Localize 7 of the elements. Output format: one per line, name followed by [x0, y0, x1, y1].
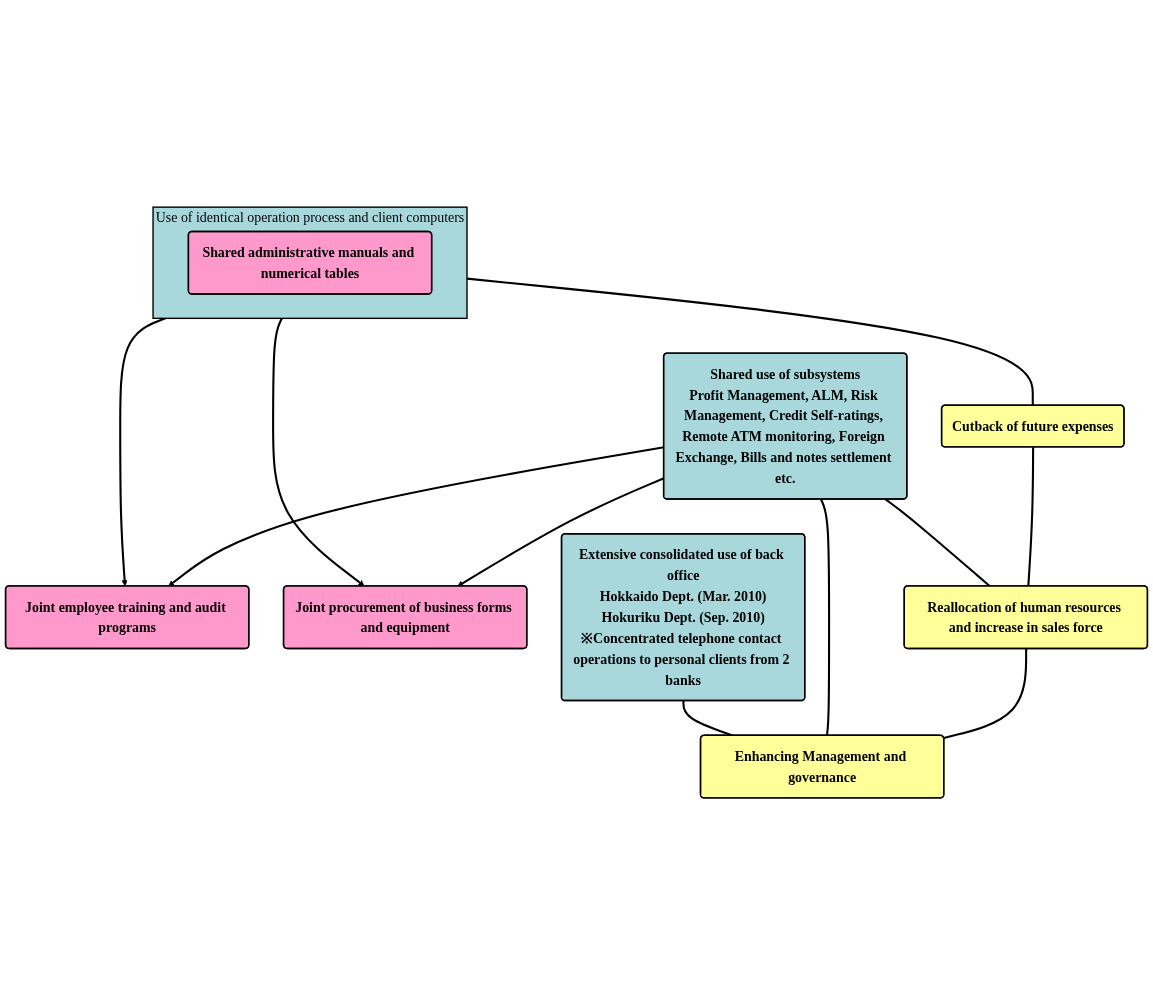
connector [682, 700, 734, 737]
connector [820, 498, 831, 736]
connector [943, 648, 1028, 739]
arrow [119, 317, 166, 587]
arrow [272, 317, 365, 587]
connector [466, 277, 1034, 406]
connector [1027, 447, 1035, 587]
